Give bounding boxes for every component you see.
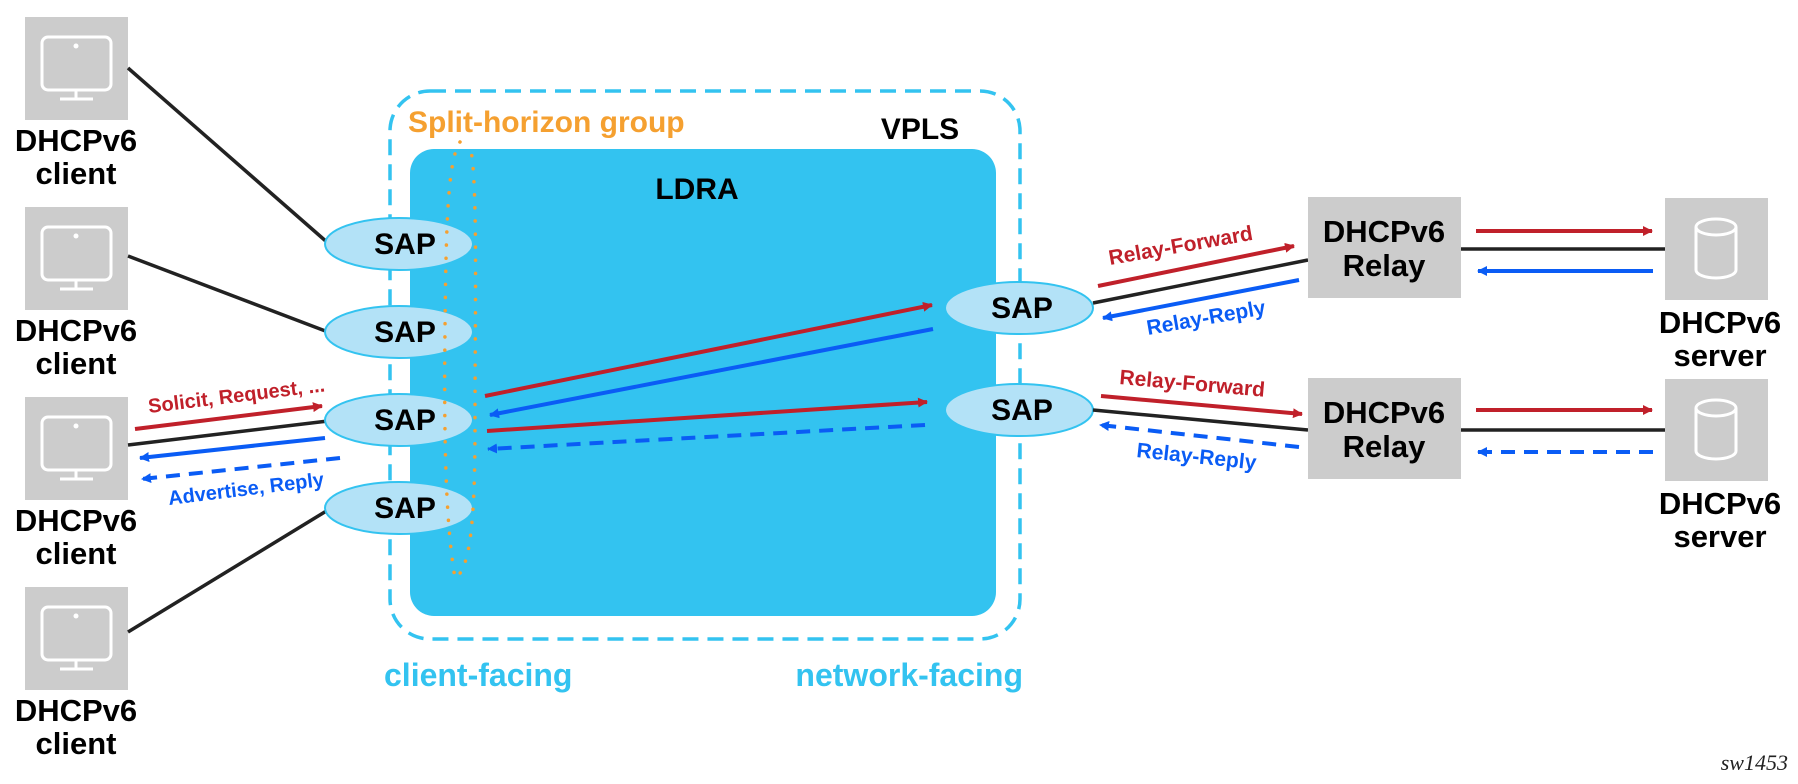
database-icon (1694, 398, 1738, 461)
client-link-3 (127, 419, 329, 447)
client-device-4[interactable]: DHCPv6 client (15, 587, 137, 761)
client-link-1 (126, 66, 330, 245)
client-link-2 (127, 254, 329, 334)
sap-label: SAP (374, 316, 436, 349)
client-device-1[interactable]: DHCPv6 client (15, 17, 137, 191)
relay-forward-label-2: Relay-Forward (1119, 366, 1266, 402)
relay-forward-arrow-1 (1097, 242, 1295, 288)
monitor-icon (40, 35, 113, 101)
relay-reply-dashed-arrow-2 (1099, 421, 1300, 449)
sap-label: SAP (374, 404, 436, 437)
client-name: DHCPv6 (15, 503, 137, 538)
monitor-icon (40, 605, 113, 671)
server-2[interactable]: DHCPv6 server (1659, 379, 1781, 554)
network-facing-label: network-facing (795, 657, 1023, 693)
client-box (25, 207, 128, 310)
ldra-label: LDRA (655, 173, 738, 206)
sap-label: SAP (991, 394, 1053, 427)
client-sap-4[interactable]: SAP (324, 481, 474, 535)
client-reply-arrow (139, 436, 326, 463)
server-name: DHCPv6 (1659, 305, 1781, 340)
network-sap-2[interactable]: SAP (944, 383, 1094, 437)
sap-label: SAP (374, 492, 436, 525)
relay-line1: DHCPv6 (1323, 214, 1445, 249)
figure-id: sw1453 (1721, 750, 1788, 775)
split-horizon-loop (442, 140, 478, 581)
relay-2[interactable]: DHCPv6 Relay (1308, 378, 1461, 479)
client-sap-3[interactable]: SAP (324, 393, 474, 447)
monitor-icon (40, 225, 113, 291)
server-role: server (1673, 519, 1766, 554)
relay-reply-label-1: Relay-Reply (1145, 296, 1268, 340)
client-device-2[interactable]: DHCPv6 client (15, 207, 137, 381)
relay-line2: Relay (1343, 429, 1426, 464)
client-name: DHCPv6 (15, 313, 137, 348)
ldra-reply-arrow-1 (489, 327, 934, 419)
client-role: client (36, 346, 117, 381)
client-sap-2[interactable]: SAP (324, 305, 474, 359)
sap-label: SAP (374, 228, 436, 261)
server-name: DHCPv6 (1659, 486, 1781, 521)
server-1[interactable]: DHCPv6 server (1659, 198, 1781, 373)
client-facing-label: client-facing (384, 657, 572, 693)
monitor-icon (40, 415, 113, 481)
relay-box (1308, 378, 1461, 479)
client-request-label: Solicit, Request, ... (147, 374, 326, 418)
client-role: client (36, 156, 117, 191)
ldra-forward-arrow-2 (486, 397, 928, 433)
database-icon (1694, 217, 1738, 280)
relay-forward-arrow-2 (1100, 394, 1303, 419)
client-name: DHCPv6 (15, 693, 137, 728)
client-name: DHCPv6 (15, 123, 137, 158)
relay-reply-label-2: Relay-Reply (1135, 439, 1257, 474)
relay-line1: DHCPv6 (1323, 395, 1445, 430)
client-role: client (36, 726, 117, 761)
relay-forward-label-1: Relay-Forward (1107, 222, 1255, 270)
ldra-reply-dashed-arrow-2 (487, 423, 926, 454)
relay-link-1 (1092, 258, 1309, 305)
client-device-3[interactable]: DHCPv6 client (15, 397, 137, 571)
server-box (1665, 379, 1768, 481)
client-reply-dashed-arrow (141, 456, 341, 484)
client-box (25, 587, 128, 690)
vpls-boundary (388, 89, 1022, 641)
relay-1[interactable]: DHCPv6 Relay (1308, 197, 1461, 298)
network-sap-1[interactable]: SAP (944, 281, 1094, 335)
client-link-4 (127, 508, 329, 634)
ldra-forward-arrow-1 (484, 301, 933, 398)
client-role: client (36, 536, 117, 571)
relay-link-2 (1092, 408, 1309, 432)
client-box (25, 397, 128, 500)
client-box (25, 17, 128, 120)
server-role: server (1673, 338, 1766, 373)
client-request-arrow (134, 402, 323, 431)
ldra-box (410, 149, 996, 616)
relay-reply-arrow-1 (1102, 278, 1300, 322)
vpls-label: VPLS (881, 113, 959, 146)
client-sap-1[interactable]: SAP (324, 217, 474, 271)
relay-line2: Relay (1343, 248, 1426, 283)
server-box (1665, 198, 1768, 300)
split-horizon-label: Split-horizon group (408, 106, 685, 139)
sap-label: SAP (991, 292, 1053, 325)
relay-box (1308, 197, 1461, 298)
